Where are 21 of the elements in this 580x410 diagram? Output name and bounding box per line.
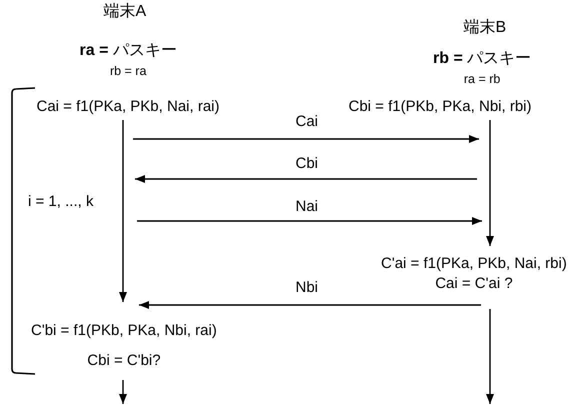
formula-text: Cai = C'ai ? <box>435 275 513 293</box>
loop-label: i = 1, ..., k <box>26 194 96 210</box>
formula-text: rb = パスキー <box>433 50 532 68</box>
arrow <box>486 120 494 246</box>
arrow <box>133 135 479 143</box>
formula-text: ra = パスキー <box>80 42 177 60</box>
arrow <box>486 309 494 404</box>
formula-text: Cai = f1(PKa, PKb, Nai, rai) <box>36 98 220 116</box>
formula-text: Cbi = f1(PKb, PKa, Nbi, rbi) <box>348 98 532 116</box>
arrow <box>135 175 477 183</box>
arrow <box>137 217 482 225</box>
arrow <box>119 380 127 404</box>
device-label: 端末B <box>464 19 506 37</box>
formula-text: Cbi = C'bi? <box>87 352 161 370</box>
formula-text: C'bi = f1(PKb, PKa, Nbi, rai) <box>31 322 217 340</box>
formula-text: ra = rb <box>464 71 500 88</box>
arrow <box>119 120 127 302</box>
formula-text: C'ai = f1(PKa, PKb, Nai, rbi) <box>381 255 567 273</box>
device-label: 端末A <box>104 3 146 21</box>
formula-text: rb = ra <box>110 63 146 80</box>
arrow <box>139 301 481 309</box>
